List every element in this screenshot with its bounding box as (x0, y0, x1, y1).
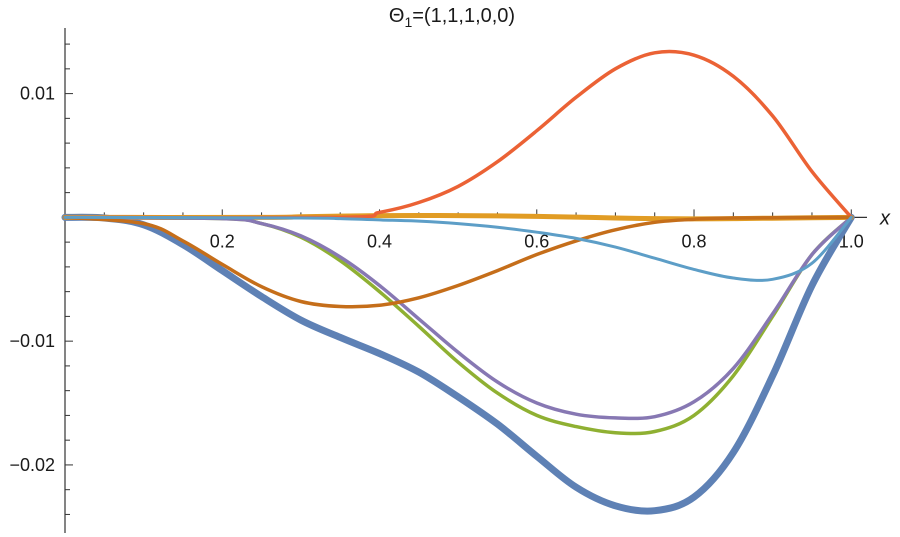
series-line-6 (63, 215, 854, 309)
series-line-1 (61, 213, 855, 515)
x-tick-label: 1.0 (839, 231, 864, 251)
series-layer (61, 49, 855, 515)
series-line-5 (63, 215, 854, 421)
x-tick-label: 0.8 (682, 231, 707, 251)
x-tick-label: 0.2 (210, 231, 235, 251)
y-tick-label: −0.01 (9, 331, 55, 351)
series-line-4 (63, 49, 854, 220)
axes: 0.2 0.4 0.6 0.8 1.0 0.01 −0.01 −0.02 x (9, 28, 891, 533)
x-tick-label: 0.6 (524, 231, 549, 251)
x-tick-label: 0.4 (367, 231, 392, 251)
y-tick-label: −0.02 (9, 455, 55, 475)
y-ticks: 0.01 −0.01 −0.02 (9, 43, 73, 515)
title-parameters: =(1,1,1,0,0) (412, 5, 515, 27)
chart-title: Θ1=(1,1,1,0,0) (389, 5, 515, 30)
y-tick-label: 0.01 (20, 84, 55, 104)
series-line-7 (63, 215, 853, 282)
series-line-3 (63, 215, 854, 436)
x-axis-title: x (879, 207, 891, 229)
title-theta: Θ (389, 5, 405, 27)
title-subscript: 1 (404, 14, 412, 30)
